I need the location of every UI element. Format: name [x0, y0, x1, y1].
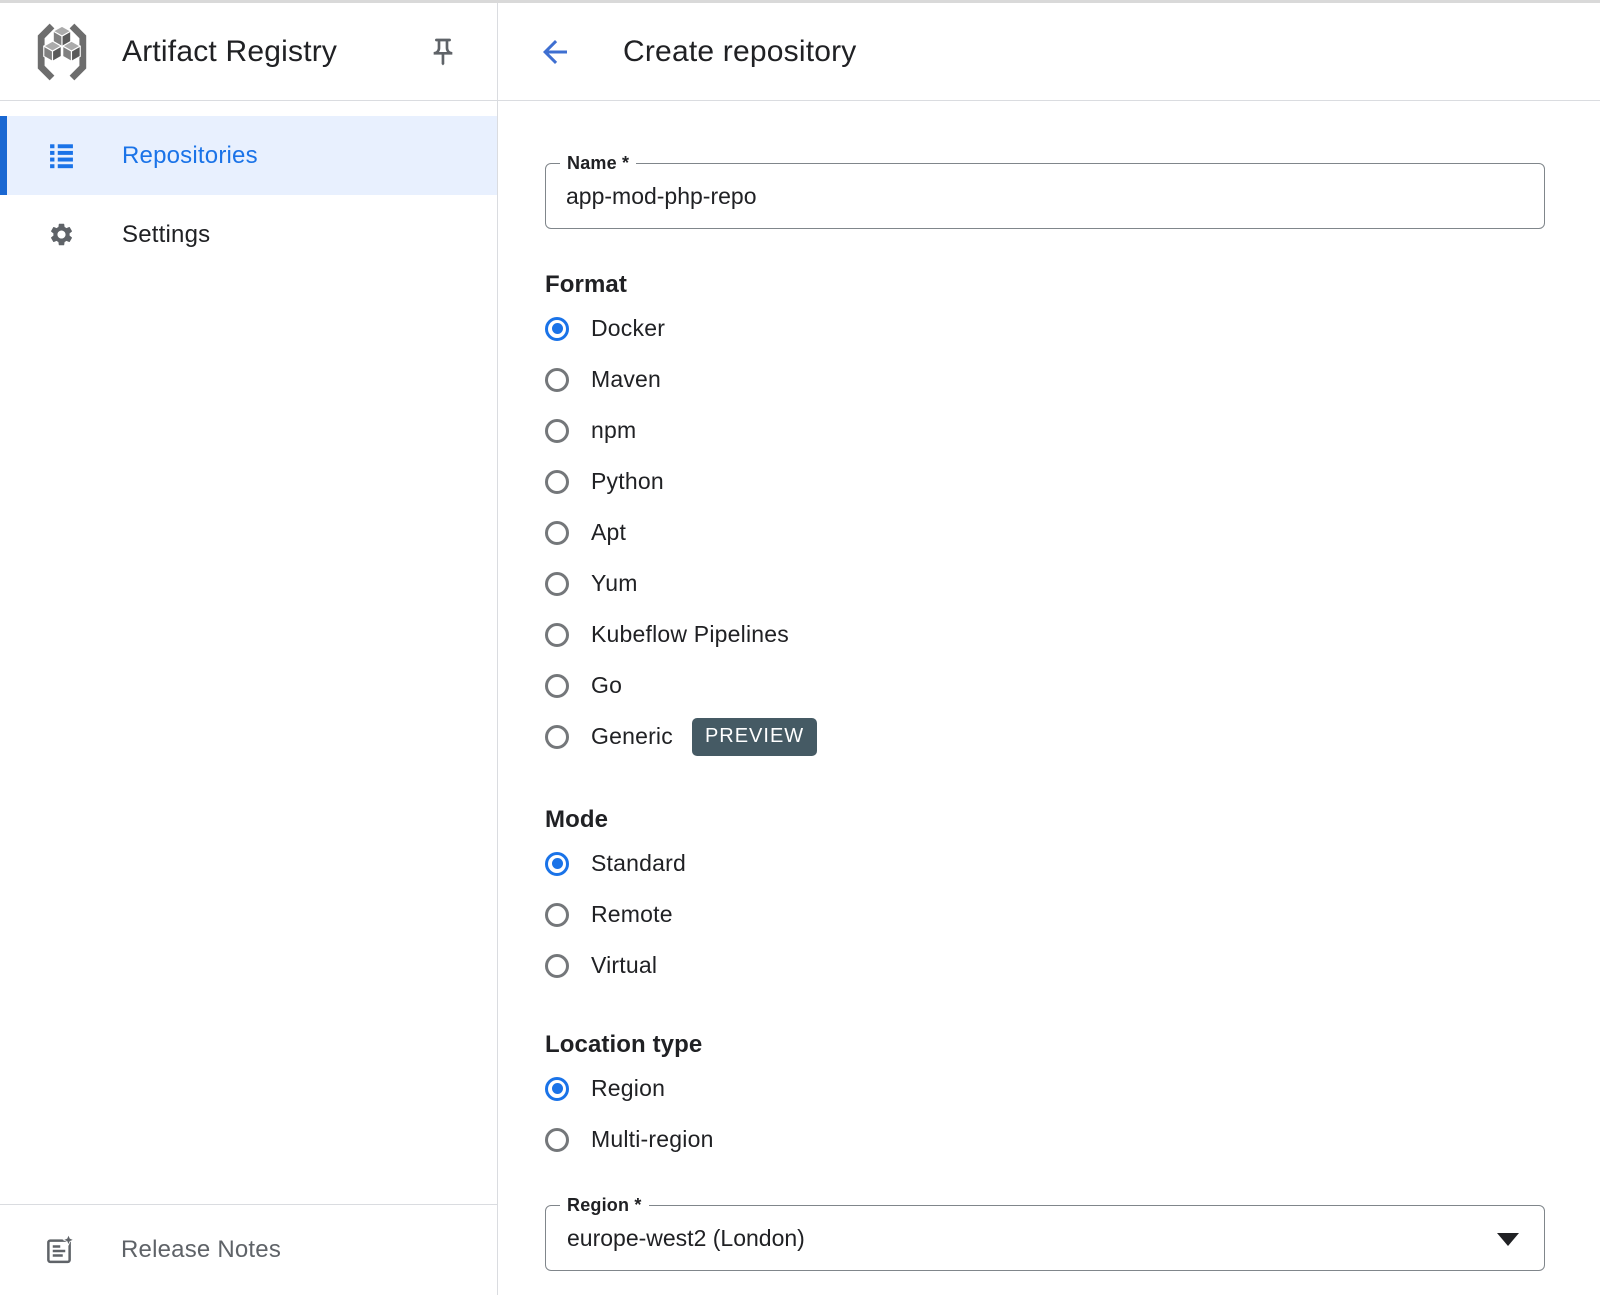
radio-option-label: npm: [591, 417, 637, 443]
artifact-registry-logo-icon: [28, 21, 96, 83]
app-title: Artifact Registry: [122, 34, 338, 68]
radio-unchecked-icon[interactable]: [545, 622, 569, 647]
radio-option-generic[interactable]: Generic PREVIEW: [545, 711, 818, 762]
radio-option-go[interactable]: Go: [545, 660, 622, 711]
sidebar: Artifact Registry Repositories: [0, 0, 498, 1295]
mode-group-label: Mode: [545, 806, 609, 833]
create-repository-form: Name * Format Docker Maven: [498, 101, 1600, 1301]
location-type-group-label: Location type: [545, 1031, 703, 1058]
radio-option-npm[interactable]: npm: [545, 405, 636, 456]
region-field-label: Region *: [560, 1195, 649, 1215]
radio-option-multi-region[interactable]: Multi-region: [545, 1114, 714, 1165]
sidebar-item-release-notes[interactable]: Release Notes: [0, 1205, 497, 1295]
mode-options: Standard Remote Virtual: [545, 838, 1600, 991]
format-group: Format Docker Maven npm: [545, 271, 1600, 762]
radio-unchecked-icon[interactable]: [545, 418, 569, 443]
radio-option-label: Yum: [591, 570, 638, 596]
radio-option-label: Python: [591, 468, 664, 494]
radio-unchecked-icon[interactable]: [545, 520, 569, 545]
mode-group: Mode Standard Remote Virtual: [545, 806, 1600, 991]
radio-option-label: Generic: [591, 723, 673, 749]
radio-option-label: Standard: [591, 850, 686, 876]
radio-option-kubeflow-pipelines[interactable]: Kubeflow Pipelines: [545, 609, 789, 660]
radio-option-region[interactable]: Region: [545, 1063, 665, 1114]
radio-option-label: Maven: [591, 366, 662, 392]
region-select[interactable]: Region * europe-west2 (London): [545, 1195, 1545, 1271]
radio-option-label: Kubeflow Pipelines: [591, 621, 789, 647]
radio-unchecked-icon[interactable]: [545, 673, 569, 698]
back-arrow-icon[interactable]: [537, 34, 573, 70]
gear-icon: [48, 221, 75, 248]
radio-checked-icon[interactable]: [545, 851, 569, 876]
radio-unchecked-icon[interactable]: [545, 367, 569, 392]
radio-unchecked-icon[interactable]: [545, 571, 569, 596]
radio-option-maven[interactable]: Maven: [545, 354, 661, 405]
location-type-options: Region Multi-region: [545, 1063, 1600, 1165]
radio-unchecked-icon[interactable]: [545, 1127, 569, 1152]
sidebar-item-label: Repositories: [122, 141, 258, 169]
name-field: Name *: [545, 153, 1545, 229]
release-notes-icon: [44, 1233, 75, 1265]
sidebar-nav: Repositories Settings: [0, 101, 497, 274]
dropdown-arrow-icon: [1497, 1233, 1519, 1246]
radio-option-yum[interactable]: Yum: [545, 558, 638, 609]
radio-option-virtual[interactable]: Virtual: [545, 940, 657, 991]
radio-option-remote[interactable]: Remote: [545, 889, 673, 940]
page-header: Create repository: [498, 0, 1600, 101]
sidebar-item-label: Settings: [122, 220, 211, 248]
sidebar-header: Artifact Registry: [0, 0, 497, 101]
radio-option-label: Go: [591, 672, 623, 698]
radio-unchecked-icon[interactable]: [545, 902, 569, 927]
page-title: Create repository: [623, 34, 857, 68]
sidebar-item-settings[interactable]: Settings: [0, 195, 497, 274]
radio-checked-icon[interactable]: [545, 1076, 569, 1101]
radio-option-label: Remote: [591, 901, 673, 927]
radio-checked-icon[interactable]: [545, 316, 569, 341]
main-content: Create repository Name * Format Docker M…: [498, 0, 1600, 1295]
sidebar-item-repositories[interactable]: Repositories: [0, 116, 497, 195]
radio-unchecked-icon[interactable]: [545, 469, 569, 494]
sidebar-footer: Release Notes: [0, 1204, 497, 1295]
radio-option-docker[interactable]: Docker: [545, 303, 665, 354]
radio-unchecked-icon[interactable]: [545, 953, 569, 978]
radio-option-label: Docker: [591, 315, 666, 341]
radio-option-label: Virtual: [591, 952, 658, 978]
format-options: Docker Maven npm Python: [545, 303, 1600, 762]
preview-badge: PREVIEW: [691, 717, 818, 756]
radio-option-label: Multi-region: [591, 1126, 714, 1152]
pin-icon[interactable]: [427, 36, 459, 68]
list-icon: [48, 142, 75, 169]
format-group-label: Format: [545, 271, 627, 298]
region-field-value: europe-west2 (London): [567, 1225, 805, 1251]
radio-option-python[interactable]: Python: [545, 456, 664, 507]
radio-option-label: Region: [591, 1075, 666, 1101]
name-input[interactable]: [566, 165, 1524, 227]
radio-option-apt[interactable]: Apt: [545, 507, 626, 558]
radio-option-standard[interactable]: Standard: [545, 838, 686, 889]
sidebar-item-label: Release Notes: [121, 1236, 282, 1263]
radio-unchecked-icon[interactable]: [545, 724, 569, 749]
radio-option-label: Apt: [591, 519, 627, 545]
top-divider: [0, 0, 1600, 3]
location-type-group: Location type Region Multi-region: [545, 1031, 1600, 1165]
